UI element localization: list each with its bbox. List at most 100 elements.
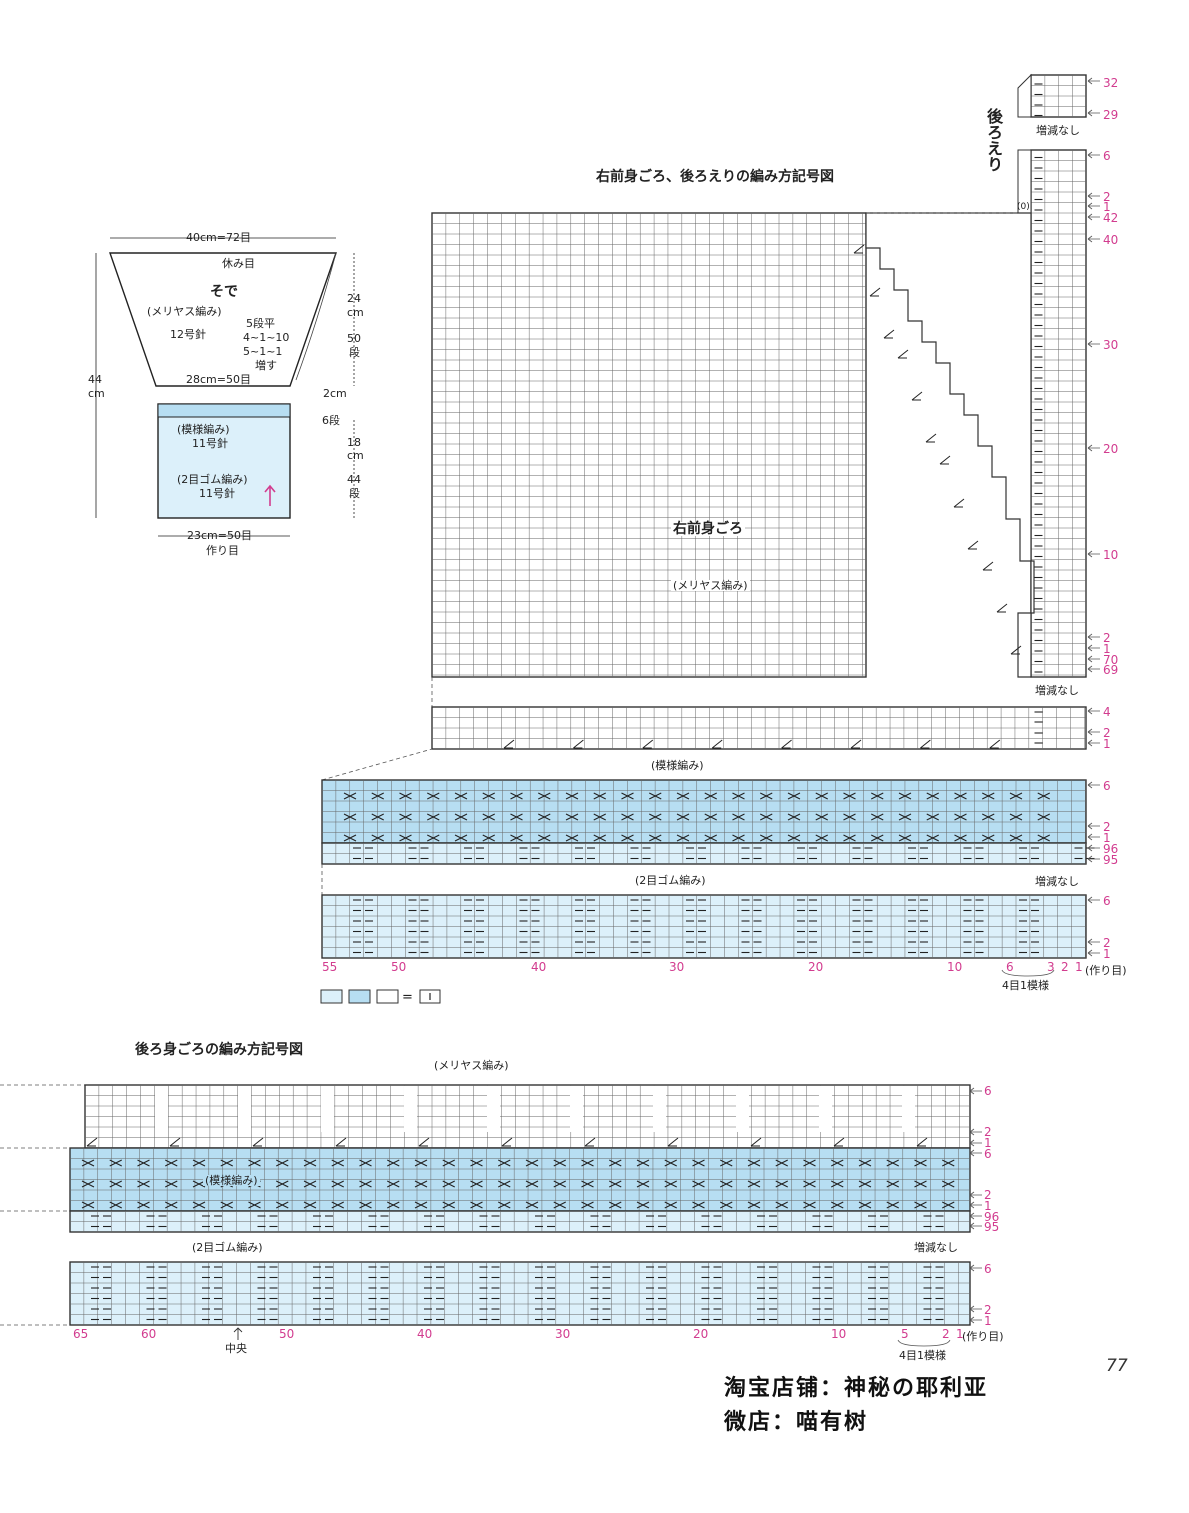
cross-stitch-symbol xyxy=(137,1201,150,1209)
cross-stitch-symbol xyxy=(676,813,690,821)
cross-stitch-symbol xyxy=(81,1201,95,1209)
cross-stitch-symbol xyxy=(399,792,412,800)
legend-white-swatch xyxy=(376,989,399,1004)
decrease-symbol xyxy=(833,1137,845,1147)
back-rib-label: (2目ゴム編み) xyxy=(192,1241,263,1254)
row-arrow-icon xyxy=(1087,444,1100,452)
row-number: 42 xyxy=(1103,211,1119,225)
decrease-symbol xyxy=(252,1137,264,1147)
collar-no-change: 増減なし xyxy=(1036,124,1080,137)
row-number: 29 xyxy=(1103,108,1119,122)
decrease-symbol xyxy=(711,739,723,749)
stitch-gap xyxy=(487,1086,500,1132)
row-number: 1 xyxy=(1103,831,1111,845)
front-body-stitch: (メリヤス編み) xyxy=(671,579,750,592)
cross-stitch-symbol xyxy=(649,792,662,800)
cross-stitch-symbol xyxy=(442,1201,455,1209)
cross-stitch-symbol xyxy=(359,1159,372,1167)
cross-stitch-symbol xyxy=(803,1159,816,1167)
cross-stitch-symbol xyxy=(760,834,773,842)
cross-stitch-symbol xyxy=(692,1180,705,1188)
cross-stitch-symbol xyxy=(581,1201,594,1209)
row-number: 6 xyxy=(984,1084,992,1098)
cross-stitch-symbol xyxy=(609,1159,622,1167)
row-arrow-icon xyxy=(1087,707,1100,715)
cross-stitch-symbol xyxy=(704,792,717,800)
sleeve-inc-3: 5~1~1 xyxy=(243,345,283,358)
row-number: 4 xyxy=(1103,705,1111,719)
decrease-symbol xyxy=(781,739,792,749)
stitch-gap xyxy=(902,1086,915,1132)
decrease-symbol xyxy=(169,1137,181,1147)
cross-stitch-symbol xyxy=(636,1159,650,1167)
sleeve-inc-1: 5段平 xyxy=(246,317,275,330)
guide-line xyxy=(321,748,433,781)
cross-stitch-symbol xyxy=(359,1180,372,1188)
decrease-symbol xyxy=(911,391,923,401)
row-arrow-icon xyxy=(1087,739,1100,747)
sleeve-total-1: 44 xyxy=(88,373,102,386)
row-number: 95 xyxy=(984,1220,1000,1234)
cross-stitch-symbol xyxy=(414,1180,428,1188)
cross-stitch-symbol xyxy=(276,1180,289,1188)
cross-stitch-symbol xyxy=(498,1159,511,1167)
cross-stitch-symbol xyxy=(815,834,828,842)
back-stitch: (メリヤス編み) xyxy=(434,1059,509,1072)
row-number: 1 xyxy=(984,1199,992,1213)
sleeve-cast-on: 作り目 xyxy=(206,544,239,557)
cross-stitch-symbol xyxy=(803,1201,816,1209)
repeat-brace xyxy=(897,1339,951,1347)
cross-stitch-symbol xyxy=(942,1180,955,1188)
col-number: 3 xyxy=(1047,960,1055,974)
row-arrow-icon xyxy=(969,1191,982,1199)
row-number: 40 xyxy=(1103,233,1119,247)
row-arrow-icon xyxy=(969,1139,982,1147)
repeat-brace xyxy=(1001,969,1055,977)
sleeve-rib-h3: 44 xyxy=(347,473,361,486)
cross-stitch-symbol xyxy=(593,792,606,800)
col-number: 60 xyxy=(141,1327,157,1341)
cross-stitch-symbol xyxy=(609,1201,622,1209)
cross-stitch-symbol xyxy=(510,813,523,821)
cross-stitch-symbol xyxy=(81,1159,95,1167)
front-pattern-grid xyxy=(321,779,1087,844)
cross-stitch-symbol xyxy=(192,1159,206,1167)
cross-stitch-symbol xyxy=(414,1159,428,1167)
decrease-symbol xyxy=(925,433,937,443)
row-number: 6 xyxy=(1103,779,1111,793)
stitch-gap xyxy=(404,1086,417,1132)
front-body-grid xyxy=(431,212,867,678)
row-arrow-icon xyxy=(1087,855,1100,863)
cross-stitch-symbol xyxy=(525,1180,539,1188)
collar-strip-grid xyxy=(1030,149,1087,678)
cross-stitch-symbol xyxy=(538,792,551,800)
cross-stitch-symbol xyxy=(621,813,634,821)
row-number: 2 xyxy=(984,1188,992,1202)
cross-stitch-symbol xyxy=(636,1201,650,1209)
row-arrow-icon xyxy=(1087,77,1100,85)
collar-label: 後ろえり xyxy=(984,108,1003,172)
col-number: 2 xyxy=(942,1327,950,1341)
row-number: 6 xyxy=(1103,149,1111,163)
row-number: 2 xyxy=(1103,190,1111,204)
cross-stitch-symbol xyxy=(581,1180,594,1188)
decrease-symbol xyxy=(501,1137,513,1147)
legend-equals: = xyxy=(402,990,413,1005)
cross-stitch-symbol xyxy=(886,1180,899,1188)
cross-stitch-symbol xyxy=(343,813,357,821)
row-number: 70 xyxy=(1103,653,1119,667)
col-number: 50 xyxy=(391,960,407,974)
neckline-shaping-steps xyxy=(865,212,1035,678)
cross-stitch-symbol xyxy=(636,1180,650,1188)
increase-leader-line xyxy=(295,252,337,381)
cross-stitch-symbol xyxy=(331,1159,344,1167)
cross-stitch-symbol xyxy=(720,1201,733,1209)
cross-stitch-symbol xyxy=(165,1159,178,1167)
row-arrow-icon xyxy=(1087,896,1100,904)
cross-stitch-symbol xyxy=(831,1201,844,1209)
sleeve-upper-h1: 24 xyxy=(347,292,361,305)
front-no-change-2: 増減なし xyxy=(1035,684,1079,697)
decrease-symbol xyxy=(584,1137,596,1147)
col-number: 1 xyxy=(956,1327,964,1341)
